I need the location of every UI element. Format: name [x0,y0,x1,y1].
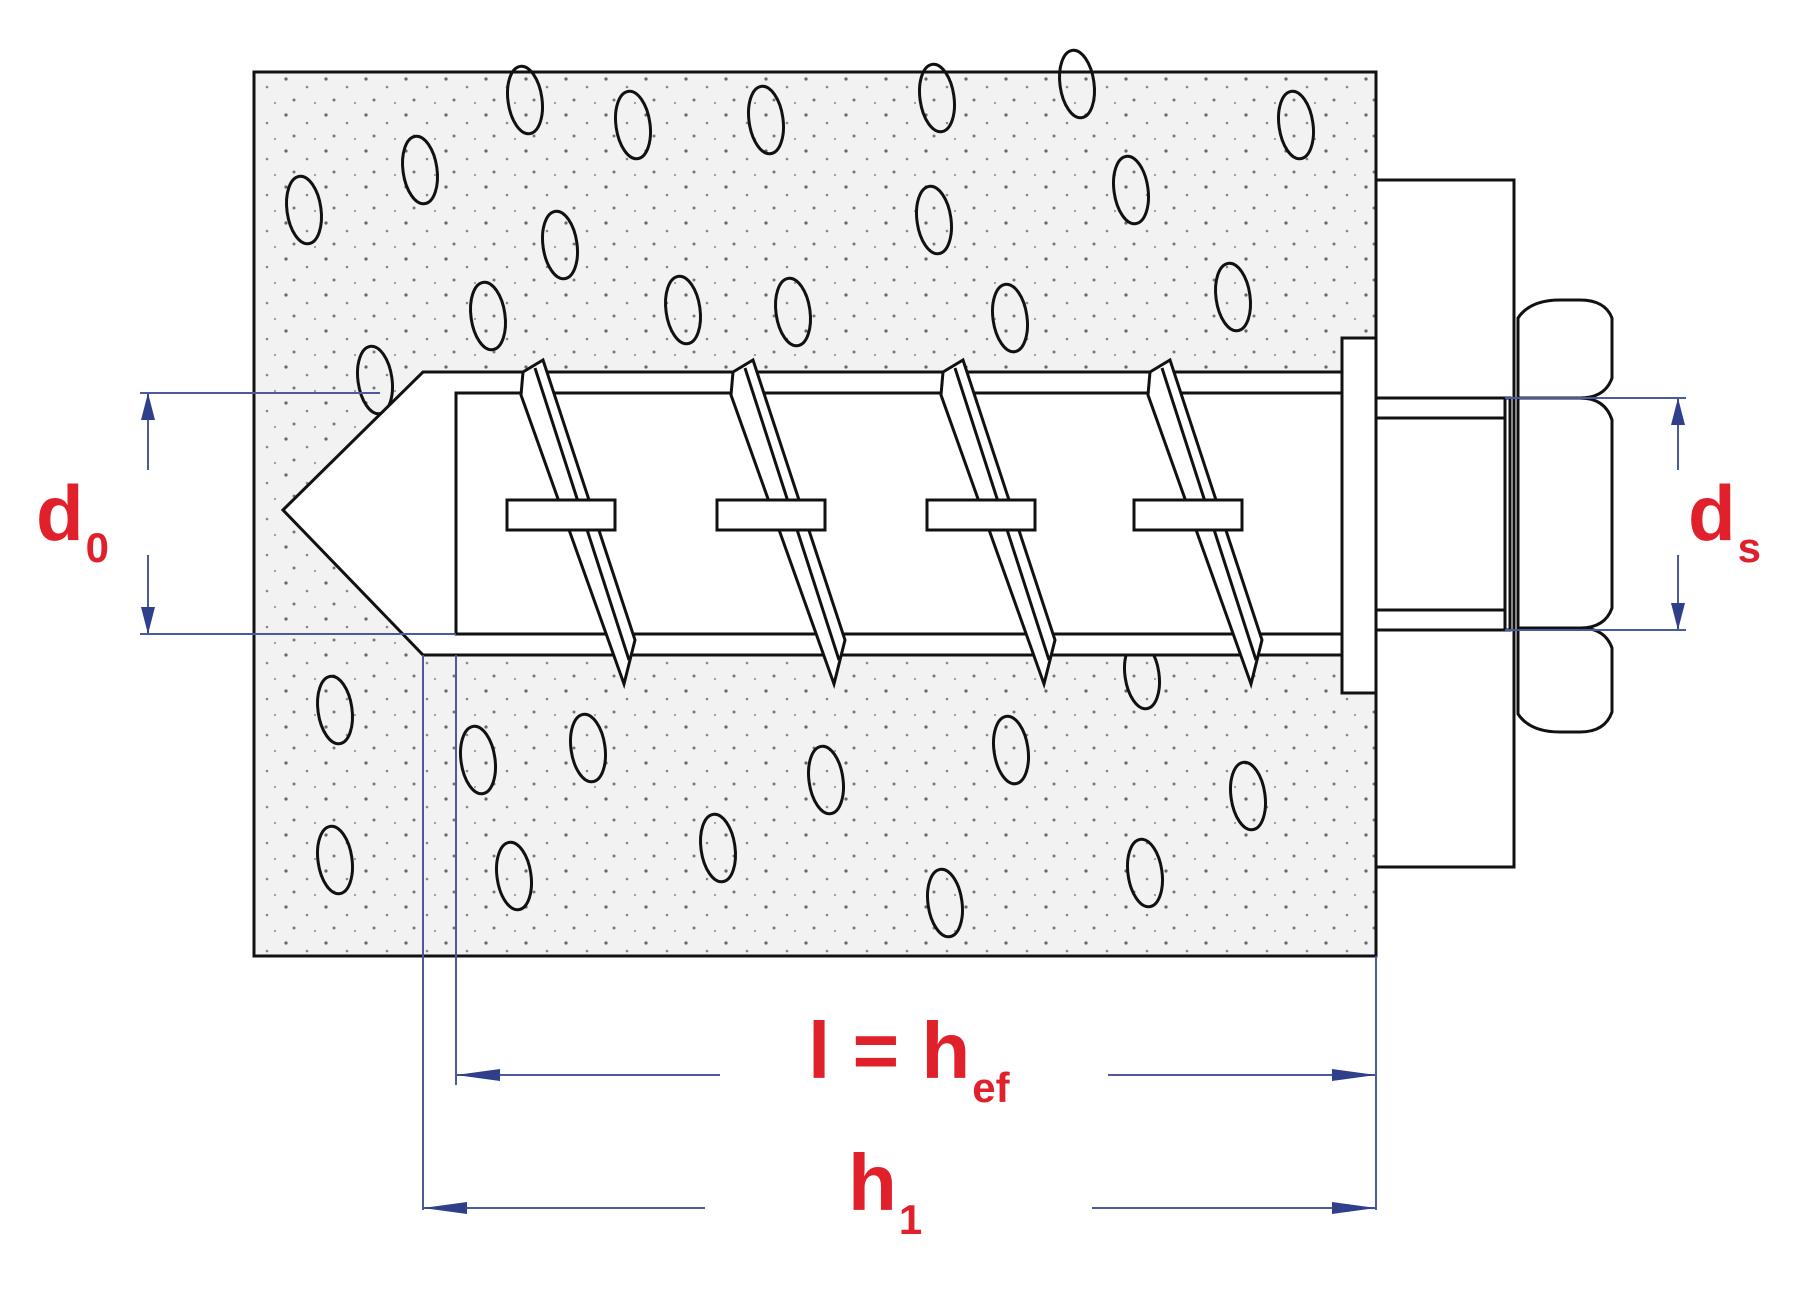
aggregate-ellipse [926,867,964,939]
aggregate-ellipse [992,714,1030,786]
anchor-threads [505,357,1264,690]
label-d0: d0 [36,469,109,571]
aggregate-ellipse [807,744,845,816]
thread-flight [715,357,847,690]
aggregate-ellipse [495,840,533,912]
aggregate-ellipse [614,89,652,161]
hex-nut [1516,298,1614,734]
thread-flight [1132,357,1264,690]
label-h1: h1 [848,1138,922,1243]
aggregate-ellipse [1229,760,1267,832]
aggregate-ellipse [1058,48,1096,120]
aggregate-ellipse [747,84,785,156]
aggregate-ellipse [699,812,737,884]
dimension-lines [140,392,1686,1210]
aggregate-ellipse [316,824,354,896]
threaded-stud [1374,396,1512,632]
aggregate-ellipse [401,134,439,206]
aggregate-ellipse [915,184,953,256]
aggregate-ellipse [541,209,579,281]
concrete-aggregate [285,48,1315,939]
aggregate-ellipse [316,674,354,746]
aggregate-ellipse [664,274,702,346]
thread-flight [505,357,637,690]
washer [1340,336,1378,695]
aggregate-ellipse [459,724,497,796]
aggregate-ellipse [1214,261,1252,333]
aggregate-ellipse [569,712,607,784]
aggregate-ellipse [469,280,507,352]
dimension-arrows [141,393,1685,1214]
label-ds: ds [1688,469,1761,571]
aggregate-ellipse [285,174,323,246]
aggregate-ellipse [1277,89,1315,161]
aggregate-ellipse [506,64,544,136]
label-l-hef: l = hef [808,1006,1011,1111]
aggregate-ellipse [1126,837,1164,909]
aggregate-ellipse [991,282,1029,354]
aggregate-ellipse [918,62,956,134]
aggregate-ellipse [1112,154,1150,226]
thread-flight [925,357,1057,690]
aggregate-ellipse [774,276,812,348]
